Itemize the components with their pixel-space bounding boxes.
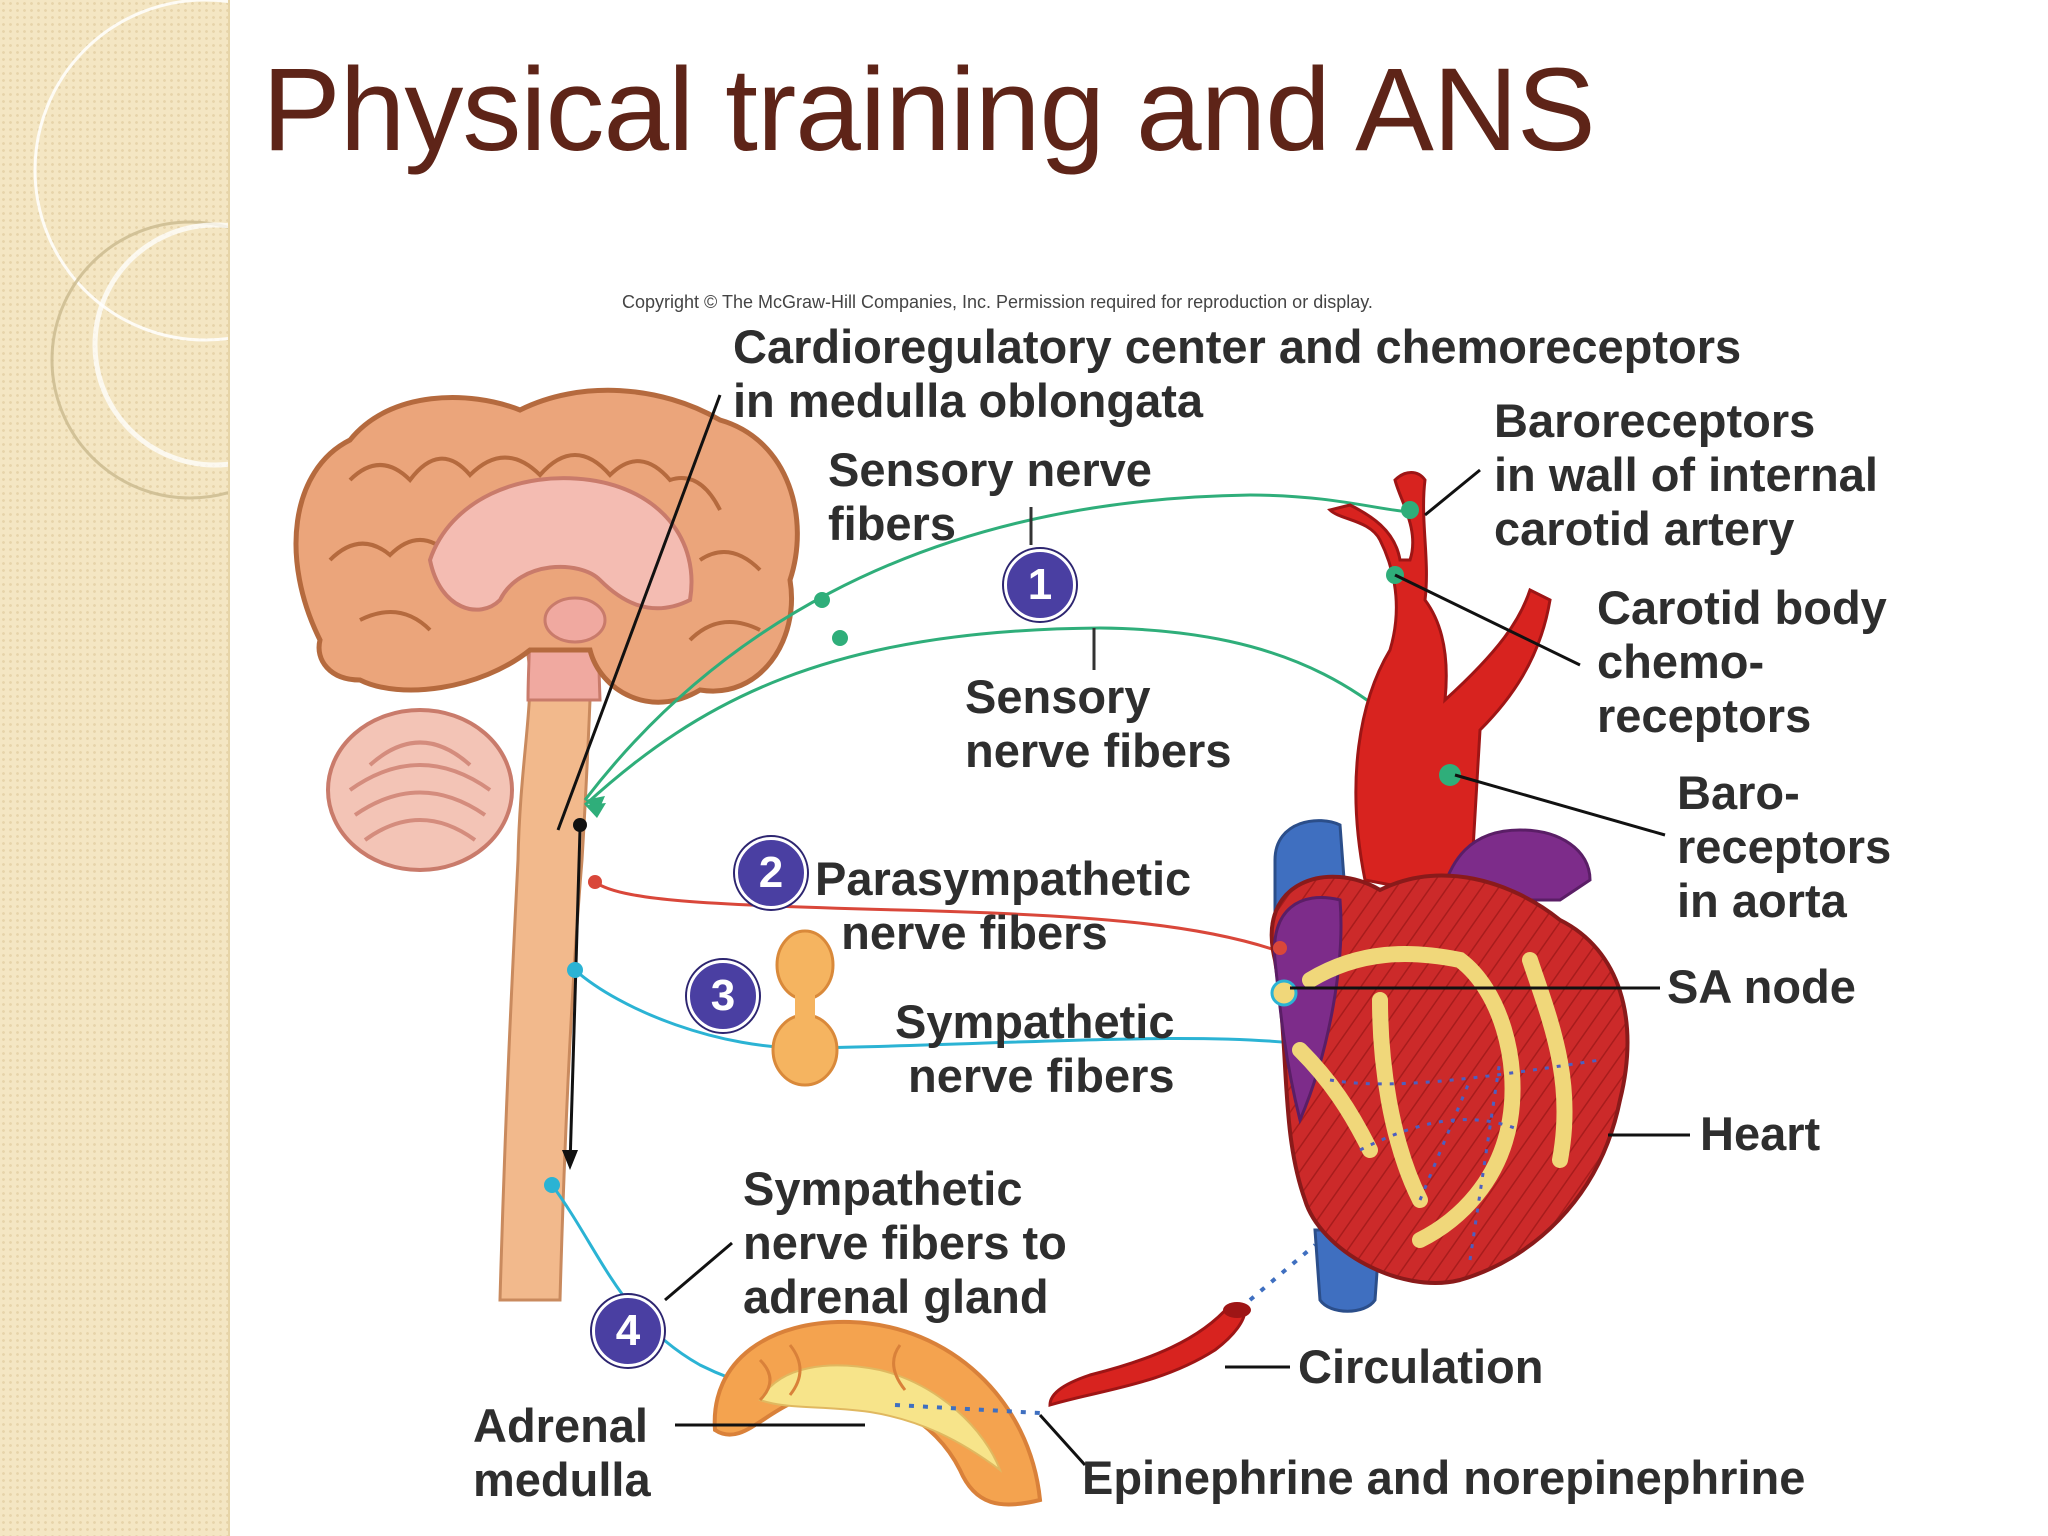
label-epinephrine-norepinephrine: Epinephrine and norepinephrine bbox=[1082, 1451, 1806, 1504]
cerebellum bbox=[326, 708, 514, 872]
label-sensory-nerve-fibers-mid: Sensory nerve fibers bbox=[965, 670, 1232, 777]
label-carotid-body-chemoreceptors: Carotid body chemo- receptors bbox=[1597, 581, 1887, 742]
circulation-vessel bbox=[1048, 1303, 1247, 1408]
adrenal-gland bbox=[712, 1319, 1043, 1507]
decorative-side-band bbox=[0, 0, 230, 1536]
label-parasympathetic-nerve-fibers: Parasympathetic nerve fibers bbox=[815, 852, 1192, 959]
parasympathetic-nerve bbox=[594, 880, 1276, 952]
step-2-badge: 2 bbox=[735, 837, 807, 909]
label-sensory-nerve-fibers-top: Sensory nerve fibers bbox=[828, 443, 1152, 550]
label-cardioregulatory-center: Cardioregulatory center and chemorecepto… bbox=[733, 320, 1742, 427]
label-sympathetic-nerve-fibers: Sympathetic nerve fibers bbox=[895, 995, 1175, 1102]
label-adrenal-medulla: Adrenal medulla bbox=[473, 1399, 651, 1506]
copyright-notice: Copyright © The McGraw-Hill Companies, I… bbox=[622, 292, 1373, 312]
slide-title: Physical training and ANS bbox=[262, 44, 1596, 176]
brain bbox=[293, 387, 800, 705]
label-sa-node: SA node bbox=[1667, 960, 1856, 1013]
step-4-badge: 4 bbox=[592, 1295, 664, 1367]
label-sympathetic-adrenal: Sympathetic nerve fibers to adrenal glan… bbox=[743, 1162, 1067, 1323]
decorative-rings bbox=[33, 0, 228, 500]
heart bbox=[1269, 873, 1630, 1285]
step-1-badge: 1 bbox=[1004, 549, 1076, 621]
label-heart: Heart bbox=[1700, 1107, 1821, 1160]
carotid-artery bbox=[1327, 471, 1552, 902]
label-circulation: Circulation bbox=[1298, 1340, 1544, 1393]
label-baroreceptors-aorta: Baro- receptors in aorta bbox=[1677, 766, 1892, 927]
sympathetic-ganglion bbox=[771, 929, 839, 1087]
step-3-badge: 3 bbox=[687, 960, 759, 1032]
label-baroreceptors-carotid: Baroreceptors in wall of internal caroti… bbox=[1494, 394, 1878, 555]
